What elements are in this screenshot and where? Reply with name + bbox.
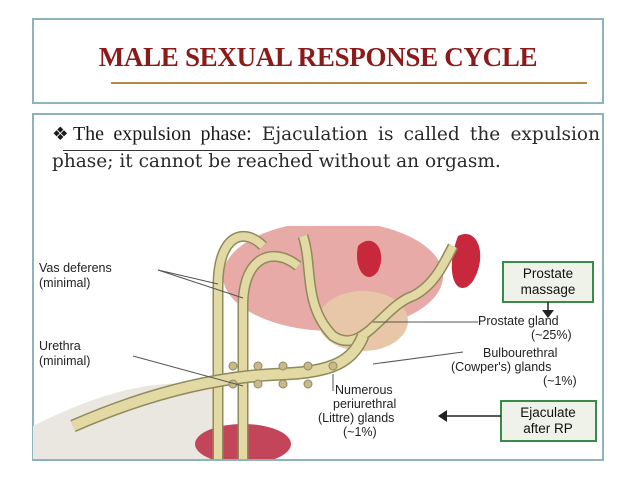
label-numerous: Numerous [335,383,393,397]
vas-deferens-right [239,252,301,459]
prostate-massage-box [502,261,594,303]
vas-arc [299,234,457,345]
slide-title: MALE SEXUAL RESPONSE CYCLE [98,42,538,72]
seminal-vesicle-left [357,240,382,277]
massage-arrow-head [542,310,554,318]
urethra-tube [70,333,368,431]
lead-term: The expulsion phase [72,123,247,145]
box-after-rp: after RP [523,421,573,436]
title-underline [111,82,587,84]
ejaculate-after-rp-box [500,400,597,442]
seminal-vesicle-right [451,234,481,289]
label-vas-deferens: Vas deferens [39,261,112,275]
vas-deferens-left [214,232,266,459]
lead-separator: : [246,123,252,145]
label-cowpers: (Cowper's) glands [451,360,551,374]
anatomy-diagram: Vas deferens (minimal) Urethra (minimal)… [33,226,597,459]
tissue-shape [33,383,233,459]
box-massage: massage [521,282,576,297]
label-bulbourethral: Bulbourethral [483,346,557,360]
ejaculate-arrow-head [438,410,447,422]
label-bulbo-pct: (~1%) [543,374,577,388]
box-ejaculate: Ejaculate [520,405,576,420]
title-box: MALE SEXUAL RESPONSE CYCLE [32,18,604,104]
label-periurethral: periurethral [333,397,396,411]
label-littre-pct: (~1%) [343,425,377,439]
bullet-icon: ❖ [52,124,73,145]
label-vas-minimal: (minimal) [39,276,90,290]
leader-lines [132,269,478,391]
label-prostate-gland: Prostate gland [478,314,559,328]
label-urethra: Urethra [39,339,81,353]
lead-underline [63,150,319,151]
littre-glands [228,361,338,389]
bullet-body: Ejaculation is called the expulsion phas… [52,124,600,172]
box-prostate: Prostate [523,266,573,281]
label-urethra-minimal: (minimal) [39,354,90,368]
bullet-paragraph: ❖The expulsion phase: Ejaculation is cal… [52,121,600,175]
label-littre: (Littre) glands [318,411,394,425]
label-prostate-pct: (~25%) [531,328,572,342]
